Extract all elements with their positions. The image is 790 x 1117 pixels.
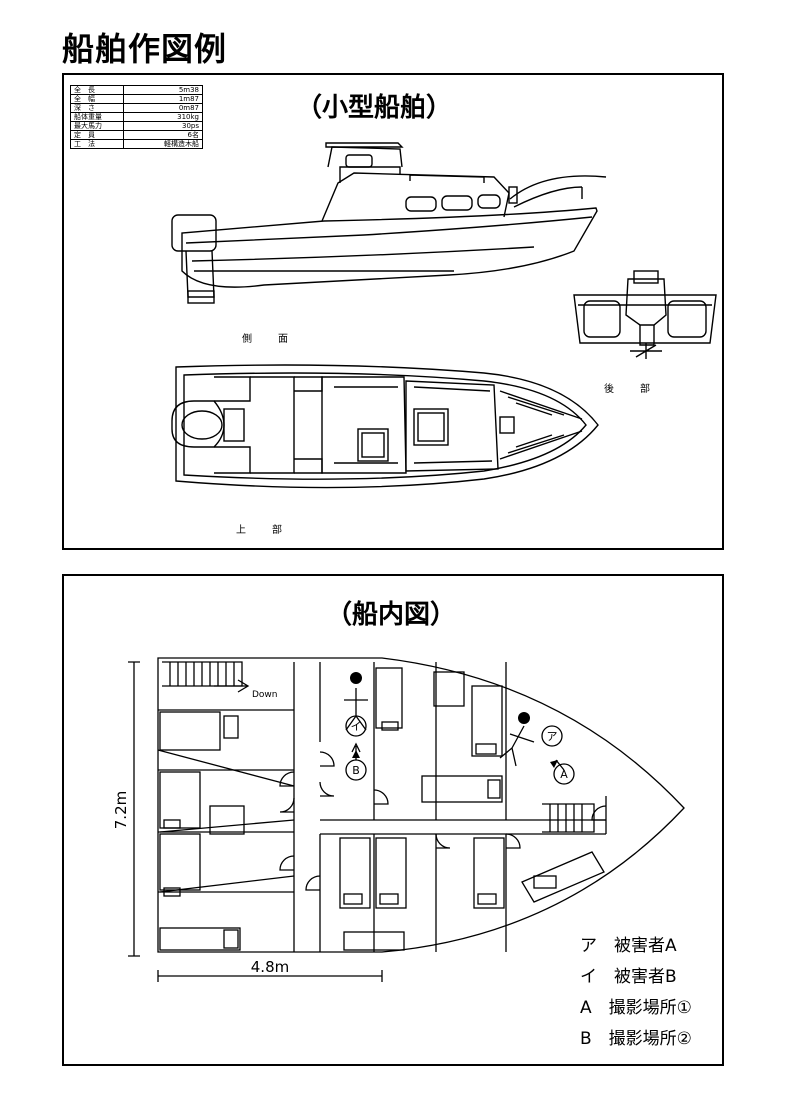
hull-outline: [157, 657, 685, 953]
marker-photo-b: B: [352, 764, 360, 777]
small-boat-title: （小型船舶）: [296, 93, 453, 123]
boat-drawings: [171, 142, 717, 489]
marker-photo-a: A: [560, 768, 568, 781]
interior-title: （船内図）: [326, 600, 457, 630]
marker-victim-b: イ: [351, 720, 362, 733]
marker-victim-a: ア: [547, 730, 558, 743]
dimension-lines: [128, 661, 383, 982]
dimension-width-label: 4.8m: [251, 958, 289, 976]
page-title: 船舶作図例: [62, 30, 228, 68]
stairs: [162, 661, 250, 693]
label-side-view: 側 面: [242, 334, 296, 345]
boat-side-view: [171, 142, 607, 304]
legend-text: 被害者B: [614, 967, 677, 987]
spec-row: 工 法軽構造木船: [70, 139, 203, 149]
label-top-view: 上 部: [236, 525, 290, 536]
legend-symbol: イ: [580, 967, 597, 987]
legend-symbol: ア: [580, 936, 597, 956]
legend: ア 被害者A イ 被害者B A 撮影場所① B 撮影場所②: [580, 931, 692, 1055]
spec-value: 軽構造木船: [123, 139, 203, 149]
legend-item: ア 被害者A: [580, 931, 692, 962]
boat-top-view: [171, 364, 599, 489]
dimension-height-label: 7.2m: [112, 791, 130, 829]
bunks: [159, 667, 605, 951]
legend-item: イ 被害者B: [580, 962, 692, 993]
door-swings: [279, 751, 607, 891]
legend-symbol: A: [580, 998, 592, 1018]
boat-rear-view: [573, 270, 717, 359]
legend-symbol: B: [580, 1029, 592, 1049]
legend-text: 撮影場所①: [608, 998, 692, 1018]
down-label: Down: [252, 690, 278, 700]
legend-text: 撮影場所②: [608, 1029, 692, 1049]
interior-panel: （船内図）: [62, 574, 724, 1066]
victim-a-figure: [499, 725, 535, 767]
label-rear-view: 後 部: [604, 384, 658, 395]
legend-text: 被害者A: [614, 936, 677, 956]
legend-item: A 撮影場所①: [580, 993, 692, 1024]
lower-stairs: [542, 803, 595, 833]
interior-plan: Down イ B ア A 7.2m 4.8m: [112, 657, 685, 982]
victim-b-figure: [344, 688, 368, 731]
legend-item: B 撮影場所②: [580, 1024, 692, 1055]
